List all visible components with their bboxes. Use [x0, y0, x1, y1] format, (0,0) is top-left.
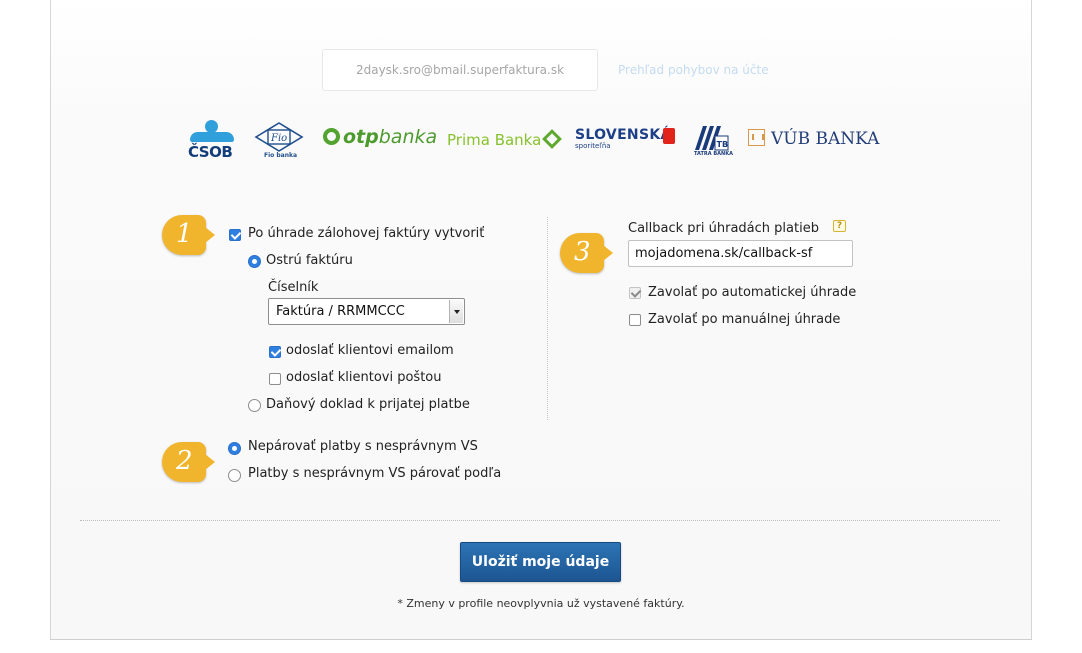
- create-invoice-checkbox[interactable]: [229, 229, 241, 241]
- send-post-label: odoslať klientovi poštou: [286, 370, 442, 385]
- tatra-emblem-icon: TB: [695, 126, 729, 151]
- numbering-label: Číselník: [268, 280, 319, 295]
- pair-by-radio[interactable]: [228, 469, 241, 482]
- tax-document-radio[interactable]: [248, 399, 261, 412]
- save-button[interactable]: Uložiť moje údaje: [460, 542, 621, 582]
- numbering-select[interactable]: Faktúra / RRMMCCC: [268, 298, 465, 325]
- call-auto-checkbox[interactable]: [629, 287, 641, 299]
- settings-panel: [50, 0, 1032, 640]
- slsp-s-icon: [663, 128, 675, 144]
- csob-logo: ČSOB: [188, 120, 236, 161]
- vertical-divider: [547, 217, 548, 420]
- send-email-label: odoslať klientovi emailom: [286, 343, 454, 358]
- prima-banka-logo: Prima Banka: [447, 129, 563, 149]
- send-post-checkbox[interactable]: [269, 373, 281, 385]
- step-marker-3: 3: [560, 233, 616, 273]
- call-auto-label: Zavolať po automatickej úhrade: [648, 285, 857, 300]
- fio-emblem-icon: Fio: [254, 122, 304, 152]
- step-marker-1: 1: [162, 215, 218, 255]
- step-marker-2: 2: [162, 442, 218, 482]
- slovenska-sporitelna-logo: SLOVENSKÁ sporiteľňa: [575, 127, 675, 157]
- call-manual-checkbox[interactable]: [629, 314, 641, 326]
- vub-mark-icon: [748, 129, 765, 146]
- account-movements-link[interactable]: Prehľad pohybov na účte: [618, 63, 769, 77]
- no-pair-label: Nepárovať platby s nesprávnym VS: [248, 439, 478, 454]
- final-invoice-label: Ostrú faktúru: [266, 253, 353, 268]
- final-invoice-radio[interactable]: [248, 255, 261, 268]
- call-manual-label: Zavolať po manuálnej úhrade: [648, 312, 841, 327]
- otp-ring-icon: [323, 128, 340, 145]
- tax-document-label: Daňový doklad k prijatej platbe: [266, 397, 470, 412]
- no-pair-radio[interactable]: [228, 442, 241, 455]
- help-icon[interactable]: ?: [833, 220, 846, 232]
- fio-logo: Fio Fio banka: [254, 121, 304, 161]
- profile-change-note: * Zmeny v profile neovplyvnia už vystave…: [397, 597, 685, 610]
- svg-text:TB: TB: [717, 140, 729, 149]
- prima-mark-icon: [542, 129, 563, 149]
- svg-text:Fio: Fio: [270, 133, 287, 144]
- chevron-down-icon: [449, 300, 463, 323]
- tatra-banka-logo: TB TATRA BANKA: [693, 122, 733, 158]
- otp-banka-logo: otpbanka: [323, 126, 437, 148]
- vub-banka-logo: VÚB BANKA: [748, 129, 879, 149]
- send-email-checkbox[interactable]: [269, 346, 281, 358]
- pair-by-label: Platby s nesprávnym VS párovať podľa: [248, 466, 502, 481]
- callback-label: Callback pri úhradách platieb: [628, 221, 819, 236]
- callback-url-input[interactable]: [628, 240, 853, 267]
- create-invoice-label: Po úhrade zálohovej faktúry vytvoriť: [248, 226, 485, 241]
- horizontal-divider: [80, 520, 1000, 521]
- bank-email-address: 2daysk.sro@bmail.superfaktura.sk: [322, 49, 598, 91]
